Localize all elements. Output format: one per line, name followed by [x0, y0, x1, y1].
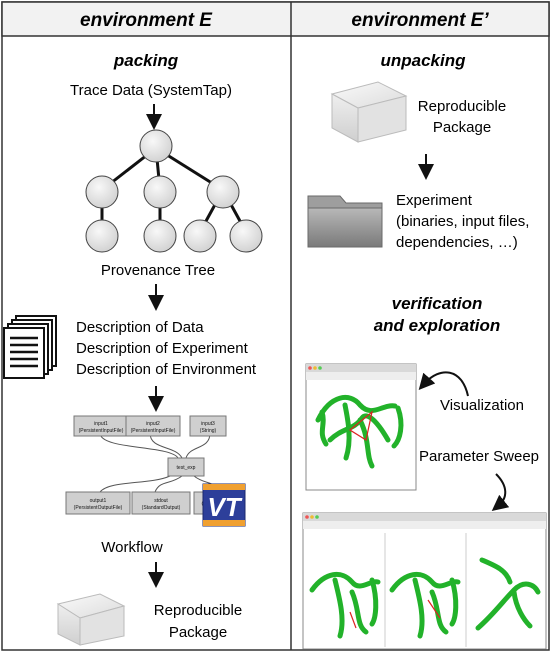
wf-input3: input3	[201, 421, 215, 427]
left-package-label-1: Reproducible	[154, 602, 242, 619]
workflow-label: Workflow	[101, 539, 163, 556]
provenance-tree-label: Provenance Tree	[101, 262, 215, 279]
wf-test-exp: test_exp	[177, 465, 196, 471]
packing-title: packing	[113, 51, 179, 70]
vt-logo-text: VT	[207, 492, 242, 522]
wf-input2: input2	[146, 421, 160, 427]
experiment-detail-2: dependencies, …)	[396, 234, 518, 251]
verification-title-1: verification	[392, 294, 483, 313]
parameter-sweep-window	[302, 512, 547, 650]
tree-nodes	[85, 129, 263, 253]
experiment-detail-1: (binaries, input files,	[396, 213, 529, 230]
folder-icon	[307, 195, 383, 248]
wf-input3-type: (String)	[200, 428, 217, 434]
unpacking-title: unpacking	[380, 51, 466, 70]
description-experiment: Description of Experiment	[76, 340, 249, 357]
wf-stdout-type: (StandardOutput)	[142, 505, 181, 511]
parameter-sweep-label: Parameter Sweep	[419, 448, 539, 465]
right-package-label-2: Package	[433, 119, 491, 136]
description-environment: Description of Environment	[76, 361, 257, 378]
right-package-label-1: Reproducible	[418, 98, 506, 115]
wf-output1: output1	[90, 498, 107, 504]
curved-arrow	[491, 473, 510, 512]
experiment-label: Experiment	[396, 192, 473, 209]
left-package-label-2: Package	[169, 624, 227, 641]
package-box-icon	[56, 593, 126, 646]
left-header: environment E	[80, 10, 213, 31]
document-stack-icon	[3, 315, 57, 379]
right-header: environment E’	[351, 10, 489, 31]
vistrails-logo: VT	[202, 483, 246, 527]
workflow-diagram: input1 (PersistentInputFile) input2 (Per…	[65, 415, 227, 515]
verification-title-2: and exploration	[374, 316, 501, 335]
trace-data-label: Trace Data (SystemTap)	[70, 82, 232, 99]
wf-stdout: stdout	[154, 498, 168, 504]
header-band	[1, 1, 550, 37]
package-box-icon	[330, 81, 408, 143]
molecule-render	[309, 557, 541, 639]
wf-output1-type: (PersistentOutputFile)	[74, 505, 123, 511]
wf-input1-type: (PersistentInputFile)	[79, 428, 124, 434]
molecule-render	[315, 395, 404, 469]
visualization-label: Visualization	[440, 397, 524, 414]
wf-input1: input1	[94, 421, 108, 427]
wf-input2-type: (PersistentInputFile)	[131, 428, 176, 434]
curved-arrow	[418, 371, 469, 397]
visualization-window	[305, 363, 417, 491]
description-data: Description of Data	[76, 319, 204, 336]
